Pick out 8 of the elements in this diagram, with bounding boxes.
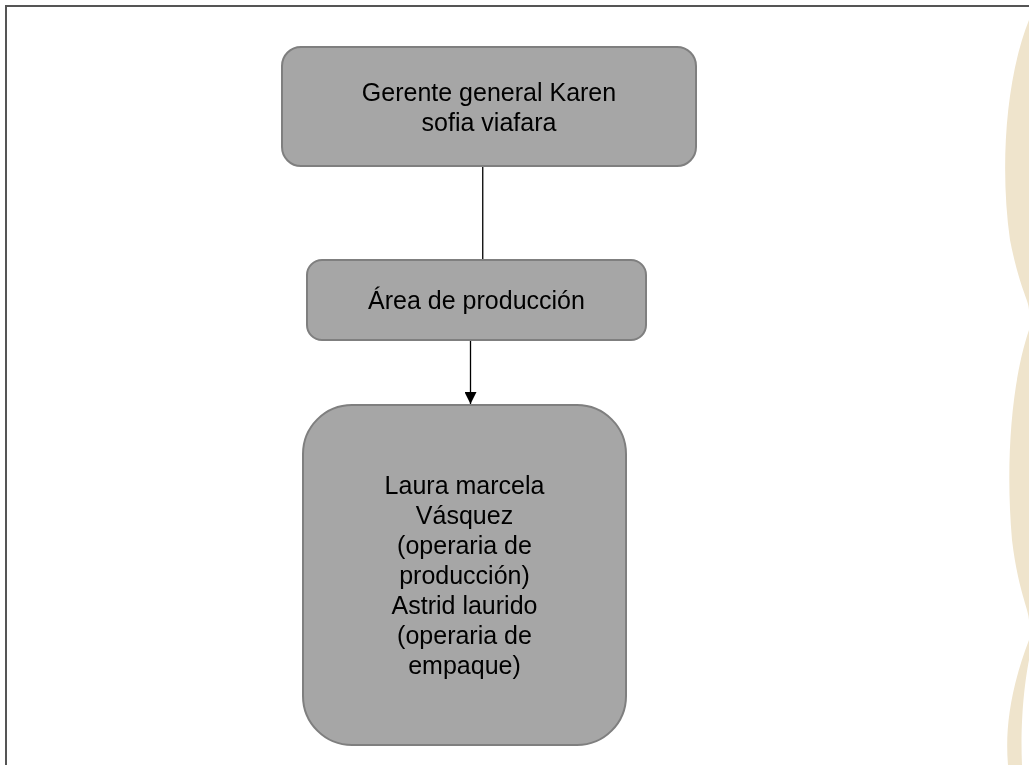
org-box xyxy=(306,259,647,341)
box-label: Gerente general Karen sofia viafara xyxy=(360,76,618,137)
box-label: Área de producción xyxy=(368,285,585,315)
box-label: Laura marcela Vásquez (operaria de producción) Astrid laurido (operaria de empaque) xyxy=(383,470,546,680)
connector xyxy=(482,166,484,260)
org-box xyxy=(281,46,697,167)
org-box xyxy=(302,404,627,746)
connector xyxy=(464,340,477,405)
